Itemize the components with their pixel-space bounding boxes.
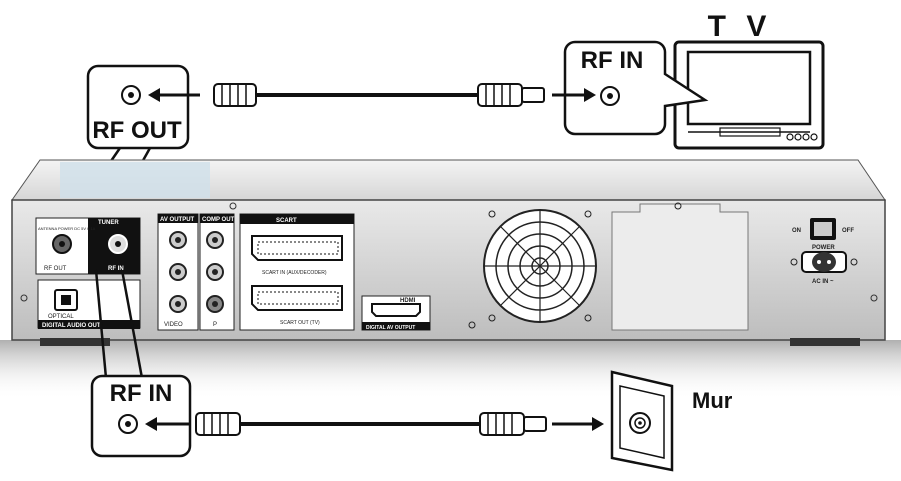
arrow-to-rf-out-icon [148,88,160,102]
bottom-coax-cable [195,412,547,436]
hdmi-label: HDMI [400,298,416,304]
power-label: POWER [812,245,835,251]
digital-av-label: DIGITAL AV OUTPUT [366,325,415,331]
av-output-section [157,213,199,331]
hdmi-port [371,303,421,317]
video-label: VIDEO [164,322,183,328]
scart-out-connector [251,285,343,311]
tv-rf-in-label: RF IN [581,47,644,74]
power-section [790,218,858,273]
arrow-to-tv-icon [584,88,596,102]
arrow-to-rf-in-icon [145,417,157,431]
switch-off-label: OFF [842,228,854,234]
rf-in-callout [90,269,192,458]
panel-rf-out-label: RF OUT [44,266,67,272]
arrow-to-wall-icon [592,417,604,431]
scart-out-label: SCART OUT (TV) [280,320,320,326]
tv-set [673,40,825,150]
optical-label: OPTICAL [48,314,74,320]
fan-grille-icon [483,209,597,323]
av-output-label: AV OUTPUT [160,217,195,223]
tuner-label: TUNER [98,220,119,226]
wall-socket-icon [610,370,674,472]
wall-label: Mur [692,388,733,413]
scart-in-connector [251,235,343,261]
antenna-note: ANTENNA POWER DC 5V 0.1A [38,226,96,231]
top-coax-cable [213,83,545,107]
digital-audio-label: DIGITAL AUDIO OUT [42,323,101,329]
switch-on-label: ON [792,228,801,234]
digital-audio-section [37,279,141,329]
comp-out-section [199,213,235,331]
rf-in-label: RF IN [110,380,173,407]
tv-rf-in-callout [563,40,709,136]
ac-in-label: AC IN ~ [812,279,834,285]
comp-out-label: COMP OUT [202,217,235,223]
panel-rf-in-label: RF IN [108,266,124,272]
scart-section [239,213,355,331]
rf-out-label: RF OUT [92,117,182,144]
comp-p-label: P [213,322,217,328]
scart-in-label: SCART IN (AUX/DECODER) [262,270,327,276]
tuner-section [35,217,141,275]
tv-label: T V [708,10,773,43]
scart-label: SCART [276,218,297,224]
hdmi-section [361,295,431,331]
